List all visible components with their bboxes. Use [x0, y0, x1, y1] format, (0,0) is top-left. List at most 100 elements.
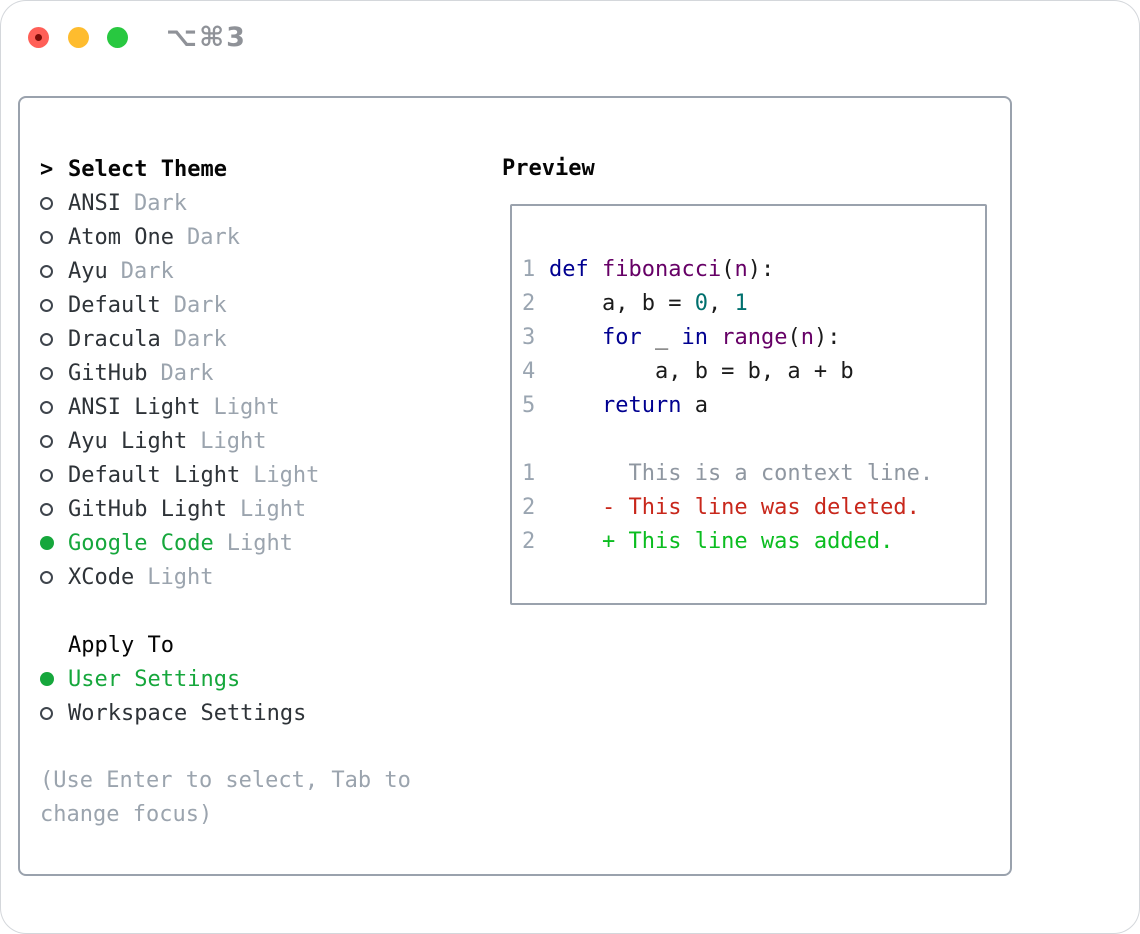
theme-name: Ayu Light [68, 428, 188, 454]
window-title-shortcut: ⌥⌘3 [166, 22, 247, 53]
preview-line: 2 - This line was deleted. [522, 491, 985, 525]
spacer [40, 730, 500, 764]
code-segment-deleted: - This line was deleted. [549, 495, 920, 520]
theme-variant-badge: Light [213, 394, 280, 420]
theme-option-default[interactable]: Default Dark [40, 288, 500, 322]
preview-blank-line [522, 423, 985, 457]
code-segment-code: , [707, 291, 735, 316]
code-segment-code: a, b = b, a + b [549, 359, 854, 384]
apply-option-workspace-settings[interactable]: Workspace Settings [40, 696, 500, 730]
close-button[interactable] [28, 27, 49, 48]
theme-name: XCode [68, 564, 135, 590]
theme-name: GitHub Light [68, 496, 227, 522]
line-number: 4 [522, 359, 536, 384]
minimize-button[interactable] [68, 27, 89, 48]
apply-option-user-settings[interactable]: User Settings [40, 662, 500, 696]
code-segment-context: This is a context line. [549, 461, 934, 486]
radio-unselected-icon [40, 230, 53, 244]
line-content: a, b = b, a + b [549, 355, 854, 389]
theme-name: Default [68, 292, 161, 318]
radio-unselected-icon [40, 400, 53, 414]
radio-unselected-icon [40, 196, 53, 210]
theme-option-google-code[interactable]: Google Code Light [40, 526, 500, 560]
theme-option-ansi[interactable]: ANSI Dark [40, 186, 500, 220]
theme-variant-badge: Dark [120, 258, 174, 284]
code-segment-code: a, b = [549, 291, 695, 316]
theme-variant-badge: Dark [133, 190, 187, 216]
line-number: 2 [522, 495, 536, 520]
line-number: 2 [522, 291, 536, 316]
theme-variant-badge: Dark [186, 224, 240, 250]
apply-option-label: Workspace Settings [68, 700, 307, 726]
apply-option-label: User Settings [68, 666, 241, 692]
code-segment-code: ): [747, 257, 775, 282]
radio-selected-icon [40, 536, 54, 550]
close-dot-icon [35, 34, 42, 41]
radio-unselected-icon [40, 366, 53, 380]
theme-name: Atom One [68, 224, 174, 250]
apply-to-header-row: Apply To [40, 628, 500, 662]
radio-unselected-icon [40, 434, 53, 448]
preview-line: 1 This is a context line. [522, 457, 985, 491]
code-segment-code: a [681, 393, 708, 418]
code-segment-added: + This line was added. [549, 529, 894, 554]
theme-option-ansi-light[interactable]: ANSI Light Light [40, 390, 500, 424]
preview-line: 2 a, b = 0, 1 [522, 287, 985, 321]
code-segment-code [708, 325, 721, 350]
theme-option-atom-one[interactable]: Atom One Dark [40, 220, 500, 254]
radio-unselected-icon [40, 706, 53, 720]
theme-name: Ayu [68, 258, 108, 284]
theme-name: ANSI Light [68, 394, 201, 420]
code-segment-code [549, 325, 602, 350]
line-number: 1 [522, 461, 536, 486]
code-segment-function: fibonacci [601, 257, 722, 282]
radio-unselected-icon [40, 502, 53, 516]
theme-list-header-row: > Select Theme [40, 152, 500, 186]
line-number: 1 [522, 257, 536, 282]
line-number: 5 [522, 393, 536, 418]
theme-option-ayu[interactable]: Ayu Dark [40, 254, 500, 288]
line-content: - This line was deleted. [549, 491, 920, 525]
theme-name: Google Code [68, 530, 214, 556]
preview-title: Preview [502, 156, 595, 181]
preview-line: 2 + This line was added. [522, 525, 985, 559]
theme-variant-badge: Dark [173, 292, 227, 318]
radio-unselected-icon [40, 468, 53, 482]
code-segment-function: n [734, 257, 748, 282]
radio-unselected-icon [40, 332, 53, 346]
code-segment-code: ): [813, 325, 841, 350]
help-text: (Use Enter to select, Tab to change focu… [40, 768, 411, 827]
code-segment-keyword: return [601, 393, 682, 418]
code-segment-function: range [721, 325, 788, 350]
code-segment-number: 0 [694, 291, 708, 316]
theme-variant-badge: Light [226, 530, 293, 556]
code-segment-code [549, 393, 602, 418]
line-number: 2 [522, 529, 536, 554]
theme-name: Default Light [68, 462, 241, 488]
theme-name: ANSI [68, 190, 121, 216]
theme-variant-badge: Dark [160, 360, 214, 386]
line-content: + This line was added. [549, 525, 893, 559]
code-segment-code: _ [641, 325, 682, 350]
radio-selected-icon [40, 672, 54, 686]
zoom-button[interactable] [107, 27, 128, 48]
preview-line: 5 return a [522, 389, 985, 423]
title-bar: ⌥⌘3 [0, 0, 1140, 76]
code-segment-keyword: in [681, 325, 708, 350]
line-content: This is a context line. [549, 457, 933, 491]
theme-variant-badge: Light [253, 462, 320, 488]
theme-option-default-light[interactable]: Default Light Light [40, 458, 500, 492]
preview-line: 4 a, b = b, a + b [522, 355, 985, 389]
code-segment-function: n [800, 325, 814, 350]
